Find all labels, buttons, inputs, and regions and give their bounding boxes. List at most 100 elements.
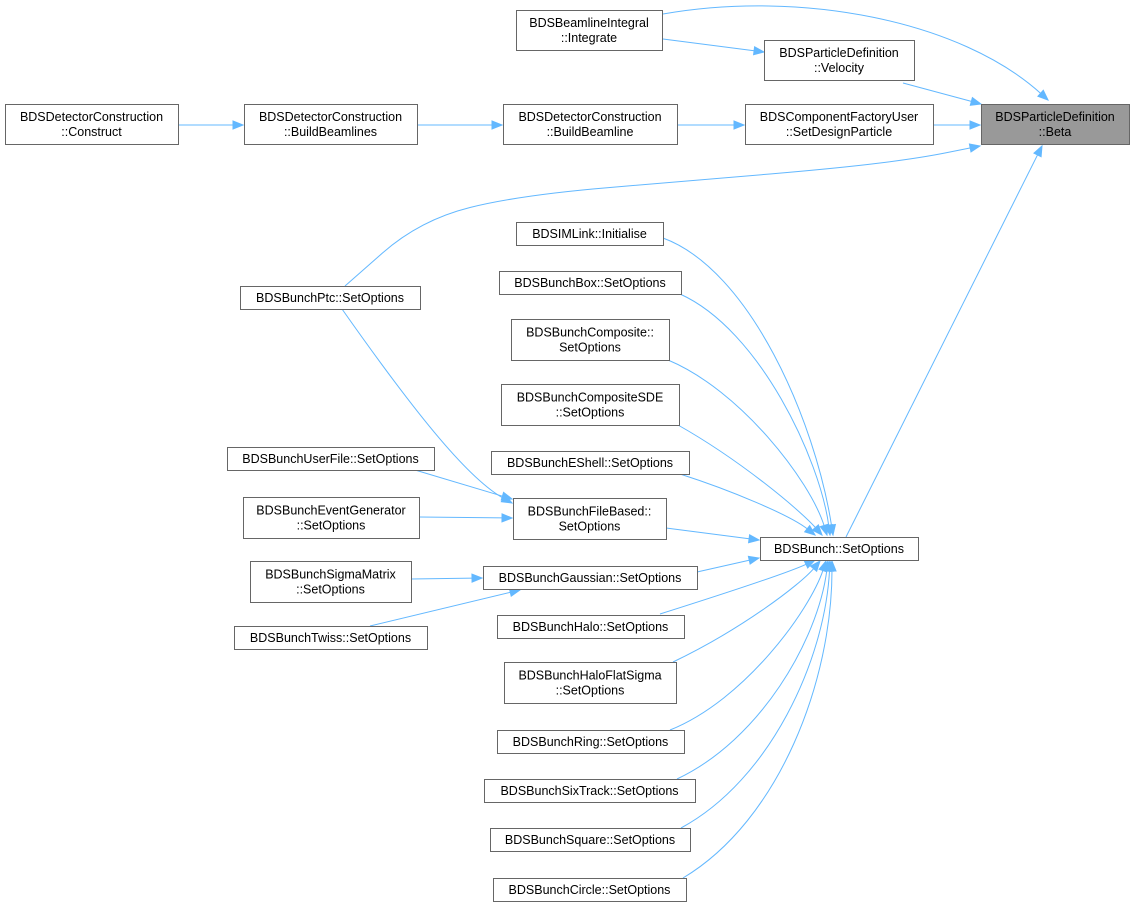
node-label: ::Integrate — [561, 31, 617, 45]
edge-line — [344, 147, 972, 287]
node-label: BDSBunchHalo::SetOptions — [513, 620, 669, 634]
node-label: BDSBunchUserFile::SetOptions — [242, 452, 418, 466]
edge-compositesde-to-bunch — [677, 424, 823, 537]
node-ring[interactable]: BDSBunchRing::SetOptions — [497, 730, 685, 754]
node-haloflat[interactable]: BDSBunchHaloFlatSigma::SetOptions — [504, 662, 677, 704]
edge-line — [902, 82, 973, 103]
edge-eshell-to-bunch — [679, 473, 817, 536]
arrowhead-icon — [969, 96, 983, 106]
node-sixtrack[interactable]: BDSBunchSixTrack::SetOptions — [484, 779, 696, 803]
node-box — [497, 615, 685, 639]
node-square[interactable]: BDSBunchSquare::SetOptions — [490, 828, 691, 852]
edge-line — [676, 569, 828, 780]
node-box — [240, 286, 421, 310]
node-box — [227, 447, 435, 471]
node-box — [764, 40, 915, 81]
node-label: SetOptions — [559, 520, 621, 534]
node-twiss[interactable]: BDSBunchTwiss::SetOptions — [234, 626, 428, 650]
node-box — [497, 730, 685, 754]
node-label: ::BuildBeamline — [547, 125, 634, 139]
node-bunch[interactable]: BDSBunch::SetOptions — [760, 537, 919, 561]
arrowhead-icon — [232, 120, 245, 130]
node-box — [490, 828, 691, 852]
node-eshell[interactable]: BDSBunchEShell::SetOptions — [491, 451, 690, 475]
arrowhead-icon — [1037, 89, 1049, 101]
node-label: BDSBunchPtc::SetOptions — [256, 291, 404, 305]
node-box — [760, 537, 919, 561]
arrowhead-icon — [491, 120, 504, 130]
arrowhead-icon — [827, 559, 837, 572]
edge-line — [679, 293, 830, 527]
node-buildbeamlines[interactable]: BDSDetectorConstruction::BuildBeamlines — [244, 104, 418, 145]
node-label: ::Velocity — [814, 61, 865, 75]
edge-construct-to-buildbeamlines — [178, 120, 245, 130]
node-label: BDSBunchSixTrack::SetOptions — [500, 784, 678, 798]
edge-bunch-to-root — [845, 144, 1043, 538]
node-construct[interactable]: BDSDetectorConstruction::Construct — [5, 104, 179, 145]
node-velocity[interactable]: BDSParticleDefinition::Velocity — [764, 40, 915, 81]
node-label: ::SetOptions — [297, 519, 366, 533]
node-label: ::BuildBeamlines — [284, 125, 377, 139]
node-label: BDSBunchTwiss::SetOptions — [250, 631, 411, 645]
node-label: BDSParticleDefinition — [779, 46, 899, 60]
node-ptc[interactable]: BDSBunchPtc::SetOptions — [240, 286, 421, 310]
node-box — [483, 566, 698, 590]
edge-setdesign-to-root — [933, 120, 982, 130]
edge-line — [662, 5, 1042, 95]
node-sigmamatrix[interactable]: BDSBunchSigmaMatrix::SetOptions — [250, 561, 412, 603]
node-box[interactable]: BDSBunchBox::SetOptions — [499, 271, 682, 295]
node-box — [745, 104, 934, 145]
edge-line — [667, 359, 825, 527]
arrowhead-icon — [811, 523, 823, 537]
node-box — [243, 497, 420, 539]
edge-integrate-to-root — [662, 5, 1049, 101]
arrowhead-icon — [747, 555, 761, 565]
edge-box-to-bunch — [679, 293, 834, 537]
node-setdesign[interactable]: BDSComponentFactoryUser::SetDesignPartic… — [745, 104, 934, 145]
arrowhead-icon — [803, 524, 817, 536]
node-buildbeamline[interactable]: BDSDetectorConstruction::BuildBeamline — [503, 104, 678, 145]
node-gaussian[interactable]: BDSBunchGaussian::SetOptions — [483, 566, 698, 590]
node-box — [499, 271, 682, 295]
node-root[interactable]: BDSParticleDefinition::Beta — [981, 104, 1130, 145]
arrowhead-icon — [819, 523, 829, 537]
node-label: BDSDetectorConstruction — [20, 110, 163, 124]
node-eventgen[interactable]: BDSBunchEventGenerator::SetOptions — [243, 497, 420, 539]
edge-line — [414, 469, 504, 497]
node-box — [516, 10, 663, 51]
node-label: BDSParticleDefinition — [995, 110, 1115, 124]
arrowhead-icon — [968, 143, 982, 153]
edge-haloflat-to-bunch — [672, 559, 821, 663]
node-userfile[interactable]: BDSBunchUserFile::SetOptions — [227, 447, 435, 471]
node-composite[interactable]: BDSBunchComposite::SetOptions — [511, 319, 670, 361]
edge-circle-to-bunch — [682, 559, 837, 879]
edge-line — [665, 527, 751, 540]
node-circle[interactable]: BDSBunchCircle::SetOptions — [493, 878, 687, 902]
nodes: BDSParticleDefinition::Beta BDSBeamlineIn… — [5, 10, 1130, 902]
edge-line — [369, 591, 512, 627]
node-label: BDSDetectorConstruction — [518, 110, 661, 124]
edge-gaussian-to-bunch — [696, 555, 761, 573]
edge-filebased-to-bunch — [665, 527, 761, 544]
edge-line — [677, 424, 817, 529]
node-label: ::SetOptions — [556, 684, 625, 698]
edge-line — [679, 473, 809, 530]
edge-line — [669, 569, 824, 731]
node-filebased[interactable]: BDSBunchFileBased::SetOptions — [513, 498, 667, 540]
edge-composite-to-bunch — [667, 359, 829, 537]
edge-line — [662, 38, 756, 52]
node-box — [501, 384, 680, 426]
node-integrate[interactable]: BDSBeamlineIntegral::Integrate — [516, 10, 663, 51]
node-label: BDSBunchBox::SetOptions — [514, 276, 665, 290]
edge-ptc-to-root — [344, 143, 982, 287]
node-imlink[interactable]: BDSIMLink::Initialise — [516, 222, 664, 246]
node-label: BDSBunchRing::SetOptions — [513, 735, 669, 749]
edge-line — [662, 237, 833, 527]
node-box — [511, 319, 670, 361]
node-label: BDSBunchCircle::SetOptions — [509, 883, 671, 897]
node-compositesde[interactable]: BDSBunchCompositeSDE::SetOptions — [501, 384, 680, 426]
node-label: BDSBunchCompositeSDE — [517, 391, 664, 405]
edge-imlink-to-bunch — [662, 237, 837, 537]
node-label: BDSBunchComposite:: — [526, 326, 654, 340]
node-halo[interactable]: BDSBunchHalo::SetOptions — [497, 615, 685, 639]
